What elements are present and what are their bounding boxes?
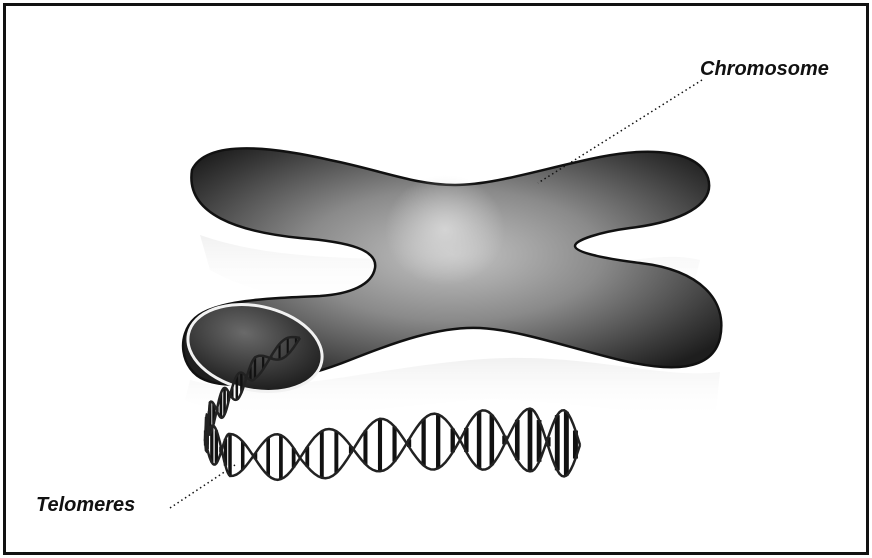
chromosome-label: Chromosome (700, 58, 829, 81)
telomeres-leader-line (170, 465, 235, 508)
telomeres-label: Telomeres (36, 494, 135, 517)
